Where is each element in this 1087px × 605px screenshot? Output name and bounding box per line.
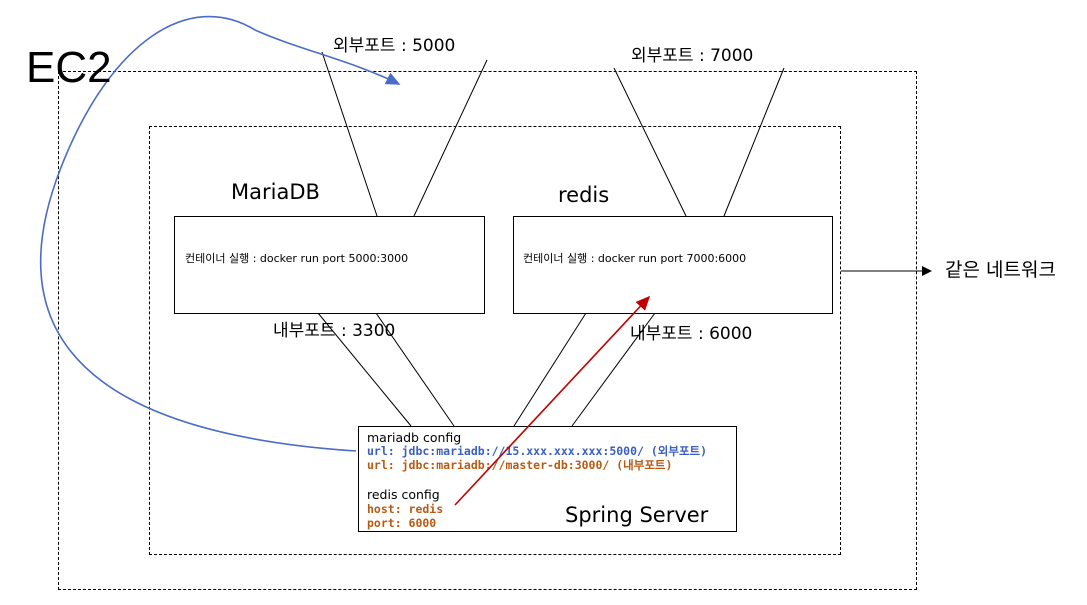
mariadb-external-port-label: 외부포트 : 5000	[333, 36, 456, 56]
mariadb-internal-port-label: 내부포트 : 3300	[273, 321, 396, 341]
redis-command: 컨테이너 실행 : docker run port 7000:6000	[523, 252, 747, 265]
spring-server-title: Spring Server	[565, 503, 709, 527]
internal-access-arrow	[454, 295, 651, 506]
spring-server-box: mariadb config url: jdbc:mariadb://15.xx…	[358, 426, 737, 532]
docker-network-boundary	[149, 126, 841, 555]
mariadb-config-title: mariadb config	[367, 430, 462, 445]
redis-external-port-label: 외부포트 : 7000	[631, 46, 754, 66]
ec2-label: EC2	[26, 43, 112, 92]
mariadb-url-internal: url: jdbc:mariadb://master-db:3000/ (내부포…	[367, 458, 673, 472]
mariadb-name-label: MariaDB	[231, 180, 320, 204]
same-network-label: 같은 네트워크	[945, 259, 1056, 281]
redis-name-label: redis	[558, 183, 610, 207]
redis-config-title: redis config	[367, 487, 440, 502]
external-access-arrow	[39, 15, 401, 452]
mariadb-external-line-left	[321, 51, 378, 217]
redis-internal-line-left	[513, 312, 587, 427]
redis-internal-port-label: 내부포트 : 6000	[630, 324, 753, 344]
ec2-boundary	[58, 71, 917, 590]
redis-port: port: 6000	[367, 516, 437, 530]
mariadb-command: 컨테이너 실행 : docker run port 5000:3000	[185, 252, 409, 265]
redis-internal-line-right	[571, 312, 656, 427]
redis-external-line-left	[613, 67, 687, 217]
mariadb-internal-line-left	[317, 312, 412, 427]
mariadb-internal-line-right	[375, 312, 455, 427]
redis-container-box: 컨테이너 실행 : docker run port 7000:6000	[513, 216, 833, 314]
redis-external-line-right	[723, 67, 785, 217]
redis-host: host: redis	[367, 502, 444, 516]
mariadb-container-box: 컨테이너 실행 : docker run port 5000:3000	[174, 216, 485, 314]
mariadb-external-line-right	[413, 59, 488, 217]
mariadb-url-external: url: jdbc:mariadb://15.xxx.xxx.xxx:5000/…	[367, 444, 708, 458]
